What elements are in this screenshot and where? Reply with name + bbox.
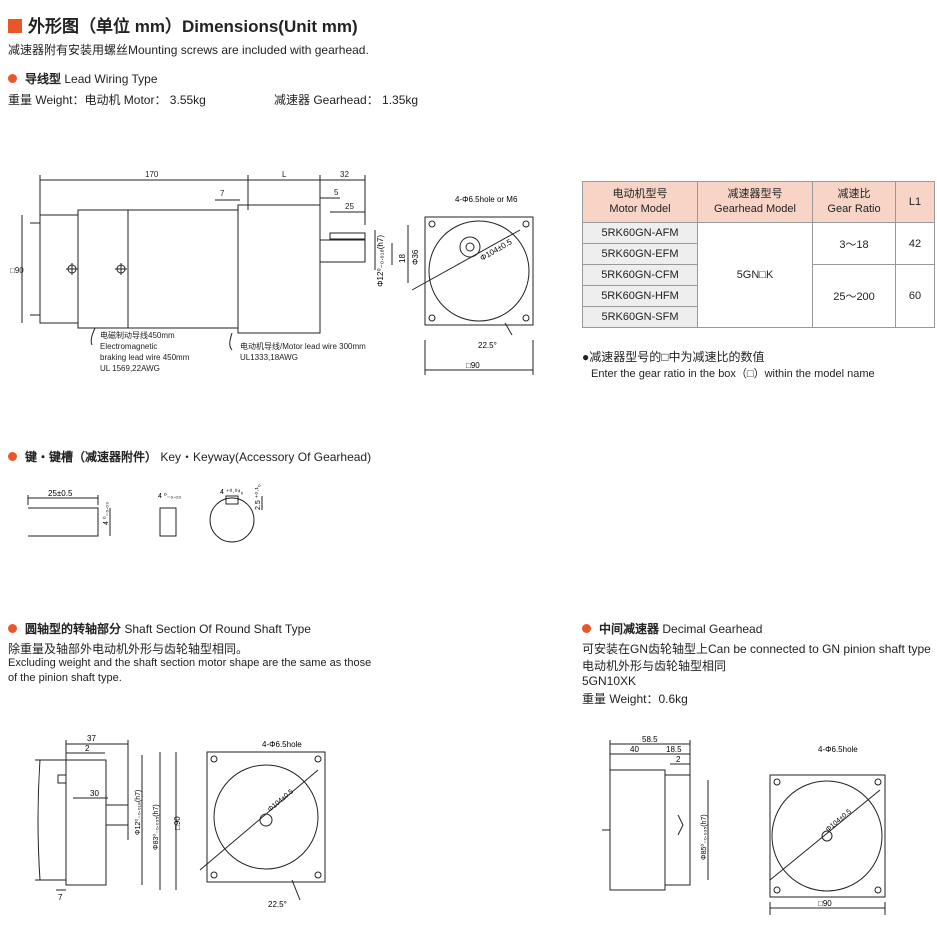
page-title: 外形图（单位 mm）Dimensions(Unit mm): [8, 12, 358, 37]
decimal-desc2: 电动机外形与齿轮轴型相同: [582, 659, 727, 673]
ratio-cell: 3～18: [812, 222, 896, 265]
dg-box90: □90: [818, 899, 832, 908]
lead-wiring-heading-en: Lead Wiring Type: [64, 72, 158, 86]
bullet-icon: [8, 74, 17, 83]
round-shaft-heading-en: Shaft Section Of Round Shaft Type: [124, 622, 311, 636]
brake-wire-ul: UL 1569,22AWG: [100, 364, 160, 373]
motor-model-cell: 5RK60GN-CFM: [582, 264, 698, 286]
gearhead-weight: 减速器 Gearhead： 1.35kg: [274, 93, 419, 107]
title-square-icon: [8, 19, 22, 33]
dg-pcd: Φ104±0.5: [825, 808, 853, 833]
l1-cell: 60: [895, 264, 935, 328]
round-shaft-desc-cn: 除重量及轴部外电动机外形与齿轮轴型相同。: [8, 642, 249, 656]
decimal-desc1: 可安装在GN齿轮轴型上Can be connected to GN pinion…: [582, 642, 931, 656]
bullet-icon: [8, 624, 17, 633]
rs-dim-2: 2: [85, 744, 90, 753]
round-shaft-drawing: 37 2 30 7 Φ12⁰₋₀.₀₁₈(h7) Φ83⁰₋₀.₀₃₅(h7) …: [35, 734, 326, 909]
dim-7: 7: [220, 189, 225, 198]
dim-18: 18: [398, 254, 407, 263]
dim-170: 170: [145, 170, 159, 179]
rs-holes: 4-Φ6.5hole: [262, 740, 302, 749]
lead-wiring-side-drawing: 170 L 32 7 5 25 □90 Φ12⁰₋₀.₀₁₈(h7) 18 Φ3…: [10, 170, 534, 375]
keyway-heading: 键・键槽（减速器附件） Key・Keyway(Accessory Of Gear…: [8, 448, 371, 465]
rs-box90: □90: [173, 816, 182, 830]
round-shaft-heading-cn: 圆轴型的转轴部分: [25, 622, 122, 636]
rs-angle: 22.5°: [268, 900, 287, 909]
dg-dim-40: 40: [630, 745, 639, 754]
rs-pcd: Φ104±0.5: [267, 788, 295, 813]
round-shaft-desc-en2: of the pinion shaft type.: [8, 672, 122, 684]
rs-phi83: Φ83⁰₋₀.₀₃₅(h7): [152, 804, 160, 850]
rs-dim-30: 30: [90, 789, 99, 798]
motor-model-cell: 5RK60GN-HFM: [582, 285, 698, 307]
title-text: 外形图（单位 mm）Dimensions(Unit mm): [28, 17, 358, 36]
brake-wire-en2: braking lead wire 450mm: [100, 353, 190, 362]
rs-dim-7: 7: [58, 893, 63, 902]
dg-phi85: Φ85⁰₋₀.₀₃₅(h7): [700, 814, 708, 860]
dim-phi36: Φ36: [411, 249, 420, 265]
gearhead-model-cell: 5GN□K: [697, 222, 813, 328]
dim-25: 25: [345, 202, 354, 211]
brake-wire-cn: 电磁制动导线450mm: [100, 330, 175, 340]
ratio-cell: 25～200: [812, 264, 896, 328]
table-note-en: Enter the gear ratio in the box（□）within…: [591, 368, 875, 380]
rs-shaft: Φ12⁰₋₀.₀₁₈(h7): [134, 790, 142, 835]
motor-wire-ul: UL1333,18AWG: [240, 353, 298, 362]
dim-5: 5: [334, 188, 339, 197]
mounting-note: 减速器附有安装用螺丝Mounting screws are included w…: [8, 43, 369, 57]
decimal-gearhead-drawing: 58.5 40 18.5 2 Φ85⁰₋₀.₀₃₅(h7) 4-Φ6.5hole…: [602, 735, 886, 915]
dg-dim-585: 58.5: [642, 735, 658, 744]
dg-dim-185: 18.5: [666, 745, 682, 754]
brake-wire-en1: Electromagnetic: [100, 342, 157, 351]
rs-dim-37: 37: [87, 734, 96, 743]
motor-model-cell: 5RK60GN-SFM: [582, 306, 698, 328]
lead-wiring-heading: 导线型 Lead Wiring Type: [8, 70, 158, 87]
round-shaft-heading: 圆轴型的转轴部分 Shaft Section Of Round Shaft Ty…: [8, 620, 311, 637]
dim-shaft: Φ12⁰₋₀.₀₁₈(h7): [376, 235, 385, 287]
decimal-model: 5GN10XK: [582, 674, 637, 688]
keyway-depth: 2.5 ⁺⁰·¹₀: [254, 484, 262, 510]
keyway-heading-cn: 键・键槽（减速器附件）: [25, 450, 158, 464]
decimal-heading-en: Decimal Gearhead: [662, 622, 763, 636]
keyway-drawing: 25±0.5 4 ⁰₋₀.₀₃ 4 ⁰₋₀.₀₃ 4 ⁺⁰·⁰⁴₀ 2.5 ⁺⁰…: [27, 484, 263, 543]
decimal-weight: 重量 Weight：0.6kg: [582, 692, 688, 706]
bullet-icon: [582, 624, 591, 633]
motor-weight: 重量 Weight：电动机 Motor： 3.55kg: [8, 93, 206, 107]
key-length: 25±0.5: [48, 489, 73, 498]
th-l1: L1: [895, 181, 935, 223]
dim-angle: 22.5°: [478, 341, 497, 350]
key-width1: 4 ⁰₋₀.₀₃: [102, 502, 110, 525]
dg-holes: 4-Φ6.5hole: [818, 745, 858, 754]
motor-model-cell: 5RK60GN-AFM: [582, 222, 698, 244]
lead-wiring-heading-cn: 导线型: [25, 72, 62, 86]
key-width2: 4 ⁰₋₀.₀₃: [158, 492, 181, 500]
dim-box90b: □90: [466, 361, 480, 370]
keyway-slot: 4 ⁺⁰·⁰⁴₀: [220, 488, 243, 496]
l1-cell: 42: [895, 222, 935, 265]
motor-wire-cn: 电动机导线/Motor lead wire 300mm: [240, 341, 366, 351]
decimal-heading: 中间减速器 Decimal Gearhead: [582, 620, 762, 637]
round-shaft-desc-en1: Excluding weight and the shaft section m…: [8, 657, 372, 669]
dg-dim-2: 2: [676, 755, 681, 764]
dim-holes: 4-Φ6.5hole or M6: [455, 195, 518, 204]
dim-L: L: [282, 170, 287, 179]
dim-32: 32: [340, 170, 349, 179]
decimal-heading-cn: 中间减速器: [599, 622, 660, 636]
bullet-icon: [8, 452, 17, 461]
dim-box90: □90: [10, 266, 24, 275]
keyway-heading-en: Key・Keyway(Accessory Of Gearhead): [160, 450, 372, 464]
table-note-cn: ●减速器型号的□中为减速比的数值: [582, 350, 765, 364]
motor-model-cell: 5RK60GN-EFM: [582, 243, 698, 265]
